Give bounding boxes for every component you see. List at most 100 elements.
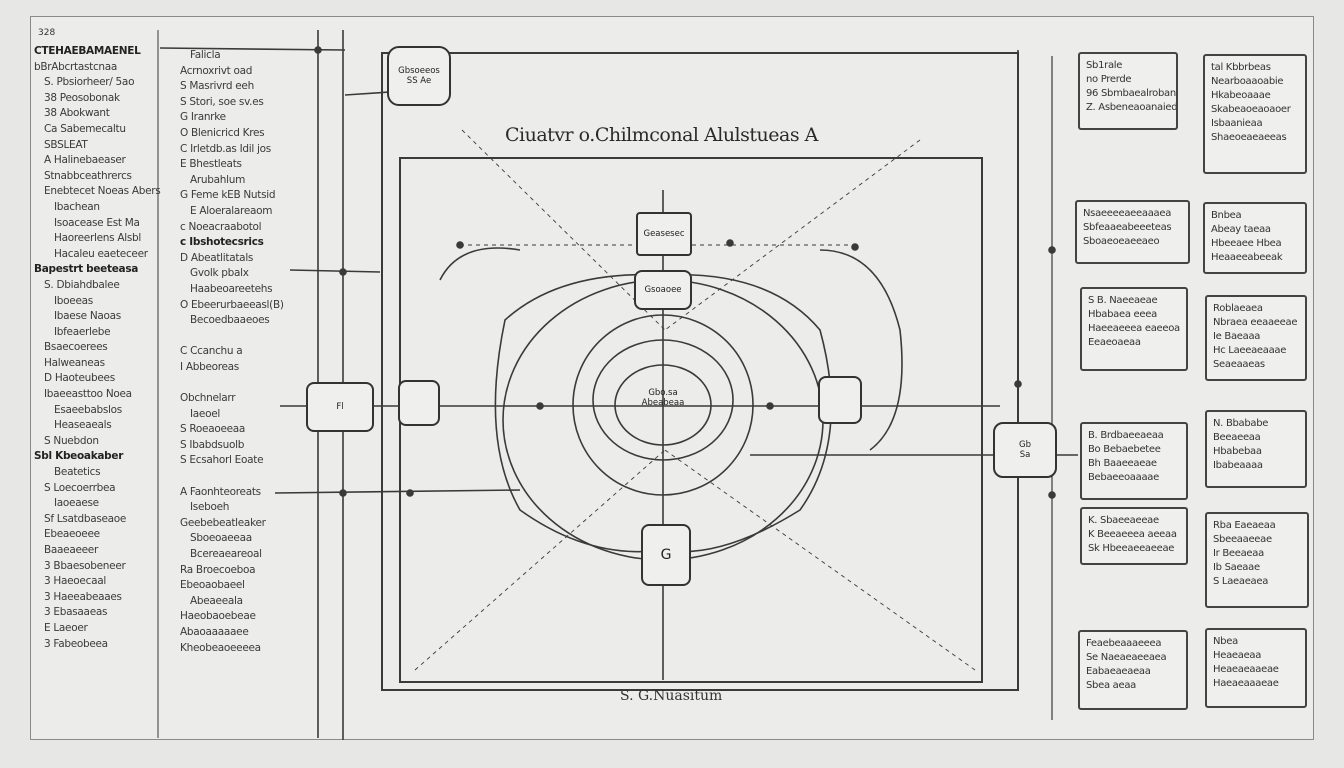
legend-item: S. Dbiahdbalee <box>44 278 120 291</box>
corner-label: 328 <box>38 28 56 38</box>
legend-box-line: Se Naeaeaeeaea <box>1086 652 1167 663</box>
legend-box-line: tal Kbbrbeas <box>1211 62 1271 73</box>
legend-item: Stnabbceathrercs <box>44 169 132 182</box>
legend-item <box>180 469 284 485</box>
legend-item: S Ecsahorl Eoate <box>180 454 264 467</box>
legend-item: Ra Broecoeboa <box>180 563 256 576</box>
legend-item: Haeobaoebeae <box>180 610 256 623</box>
legend-item: Enebtecet Noeas Abers <box>44 185 161 198</box>
node-left-2 <box>398 380 440 426</box>
legend-box-line: Sbfeaaeabeeeteas <box>1083 222 1172 233</box>
diagram-sheet <box>30 16 1314 740</box>
legend-box-line: Sk Hbeeaeeaeeae <box>1088 543 1175 554</box>
legend-box-line: Hkabeoaaae <box>1211 90 1271 101</box>
legend-item: c Ibshotecsrics <box>180 236 264 249</box>
legend-item: 3 Haeoecaal <box>44 575 106 588</box>
legend-item: Ibfeaerlebe <box>54 325 111 338</box>
legend-item: Arubahlum <box>190 173 246 186</box>
legend-box-line: Hc Laeeaeaaae <box>1213 345 1287 356</box>
legend-item: Sboeoaeeaa <box>190 532 252 545</box>
legend-item: Esaeebabslos <box>54 403 122 416</box>
legend-box-line: Heaaeeabeeak <box>1211 252 1283 263</box>
legend-box-line: S B. Naeeaeae <box>1088 295 1158 306</box>
node-right: Gb Sa <box>993 422 1057 478</box>
legend-item: D Abeatlitatals <box>180 251 254 264</box>
legend-box-line: K. Sbaeeaeeae <box>1088 515 1159 526</box>
legend-box-line: Hbabebaa <box>1213 446 1262 457</box>
node-center: Gbo.sa Abeabeaa <box>630 380 696 416</box>
legend-item: 3 Fabeobeea <box>44 637 108 650</box>
legend-box-line: Haeeaeeea eaeeoa <box>1088 323 1180 334</box>
node-top-left: Gbsoeeos SS Ae <box>387 46 451 106</box>
legend-item: Acrnoxrivt oad <box>180 64 253 77</box>
legend-item: S Loecoerrbea <box>44 481 116 494</box>
legend-item: 3 Bbaesobeneer <box>44 559 126 572</box>
legend-item: D Haoteubees <box>44 372 115 385</box>
node-label: Fl <box>336 402 344 412</box>
legend-box-line: N. Bbababe <box>1213 418 1269 429</box>
legend-box-line: Sb1rale <box>1086 60 1123 71</box>
node-label: SS Ae <box>406 76 432 86</box>
legend-item: A Faonhteoreats <box>180 485 261 498</box>
legend-box-line: Bebaeeoaaaae <box>1088 472 1159 483</box>
outer-frame <box>381 52 1019 691</box>
legend-box-line: S Laeaeaea <box>1213 576 1269 587</box>
legend-box-line: Ibabeaaaa <box>1213 460 1263 471</box>
legend-item: E Aloeralareaom <box>190 204 273 217</box>
legend-box-line: K Beeaeeea aeeaa <box>1088 529 1177 540</box>
legend-item: Becoedbaaeoes <box>190 314 270 327</box>
legend-item: Abaoaaaaaee <box>180 625 249 638</box>
legend-box-line: Sboaeoeaeeaeo <box>1083 236 1160 247</box>
legend-item: Ca Sabemecaltu <box>44 122 126 135</box>
legend-item: Falicla <box>190 49 221 61</box>
legend-item: Halweaneas <box>44 356 105 369</box>
legend-box-line: Roblaeaea <box>1213 303 1263 314</box>
legend-item: Bsaecoerees <box>44 341 108 354</box>
node-label: Gbsoeeos <box>398 66 440 76</box>
legend-item <box>180 329 284 345</box>
connector <box>159 47 346 51</box>
legend-box-line: Hbeeaee Hbea <box>1211 238 1282 249</box>
legend-item: Ibaeeasttoo Noea <box>44 388 132 401</box>
legend-item: Gvolk pbalx <box>190 267 249 280</box>
legend-item: c Noeacraabotol <box>180 220 262 233</box>
legend-box-line: Feaebeaaaeeea <box>1086 638 1162 649</box>
legend-box-line: Seaeaaeas <box>1213 359 1265 370</box>
legend-item: Abeaeeala <box>190 594 243 607</box>
diagram-bottom-label: S. G.Nuasitum <box>620 688 723 704</box>
legend-item: Haoreerlens Alsbl <box>54 232 141 245</box>
legend-item: S Roeaoeeaa <box>180 423 246 436</box>
legend-box-line: Abeay taeaa <box>1211 224 1271 235</box>
legend-item: Ebeaeoeee <box>44 528 100 541</box>
node-label: Geasesec <box>643 229 685 239</box>
legend-item: 3 Haeeabeaaes <box>44 590 122 603</box>
legend-item: O Blenicricd Kres <box>180 126 265 139</box>
legend-box-line: Nsaeeeeaeeaaaea <box>1083 208 1172 219</box>
legend-box-line: B. Brdbaeeaeaa <box>1088 430 1164 441</box>
legend-item: Kheobeaoeeeea <box>180 641 261 654</box>
legend-box-line: Ir Beeaeaa <box>1213 548 1264 559</box>
legend-item: Isoacease Est Ma <box>54 216 140 229</box>
legend-item: Heaseaeals <box>54 419 112 432</box>
legend-box-line: Z. Asbeneaoanaieder <box>1086 102 1178 113</box>
legend-item: E Bhestleats <box>180 158 242 171</box>
legend-box-line: Rba Eaeaeaa <box>1213 520 1276 531</box>
node-bottom: G <box>641 524 691 586</box>
legend-box-line: Hbabaea eeea <box>1088 309 1157 320</box>
legend-item: E Laeoer <box>44 621 88 634</box>
legend-item: 38 Peosobonak <box>44 91 120 104</box>
legend-item: A Halinebaeaser <box>44 154 126 167</box>
legend-box-line: Nearboaaoabie <box>1211 76 1284 87</box>
legend-item: S Stori, soe sv.es <box>180 95 264 108</box>
legend-item: S Masrivrd eeh <box>180 80 254 93</box>
legend-item: Haabeoareetehs <box>190 282 273 295</box>
legend-item: Sbl Kbeoakaber <box>34 450 124 463</box>
legend-item: I Abbeoreas <box>180 360 239 373</box>
legend-item: Geebebeatleaker <box>180 516 266 529</box>
legend-box-line: Bnbea <box>1211 210 1242 221</box>
